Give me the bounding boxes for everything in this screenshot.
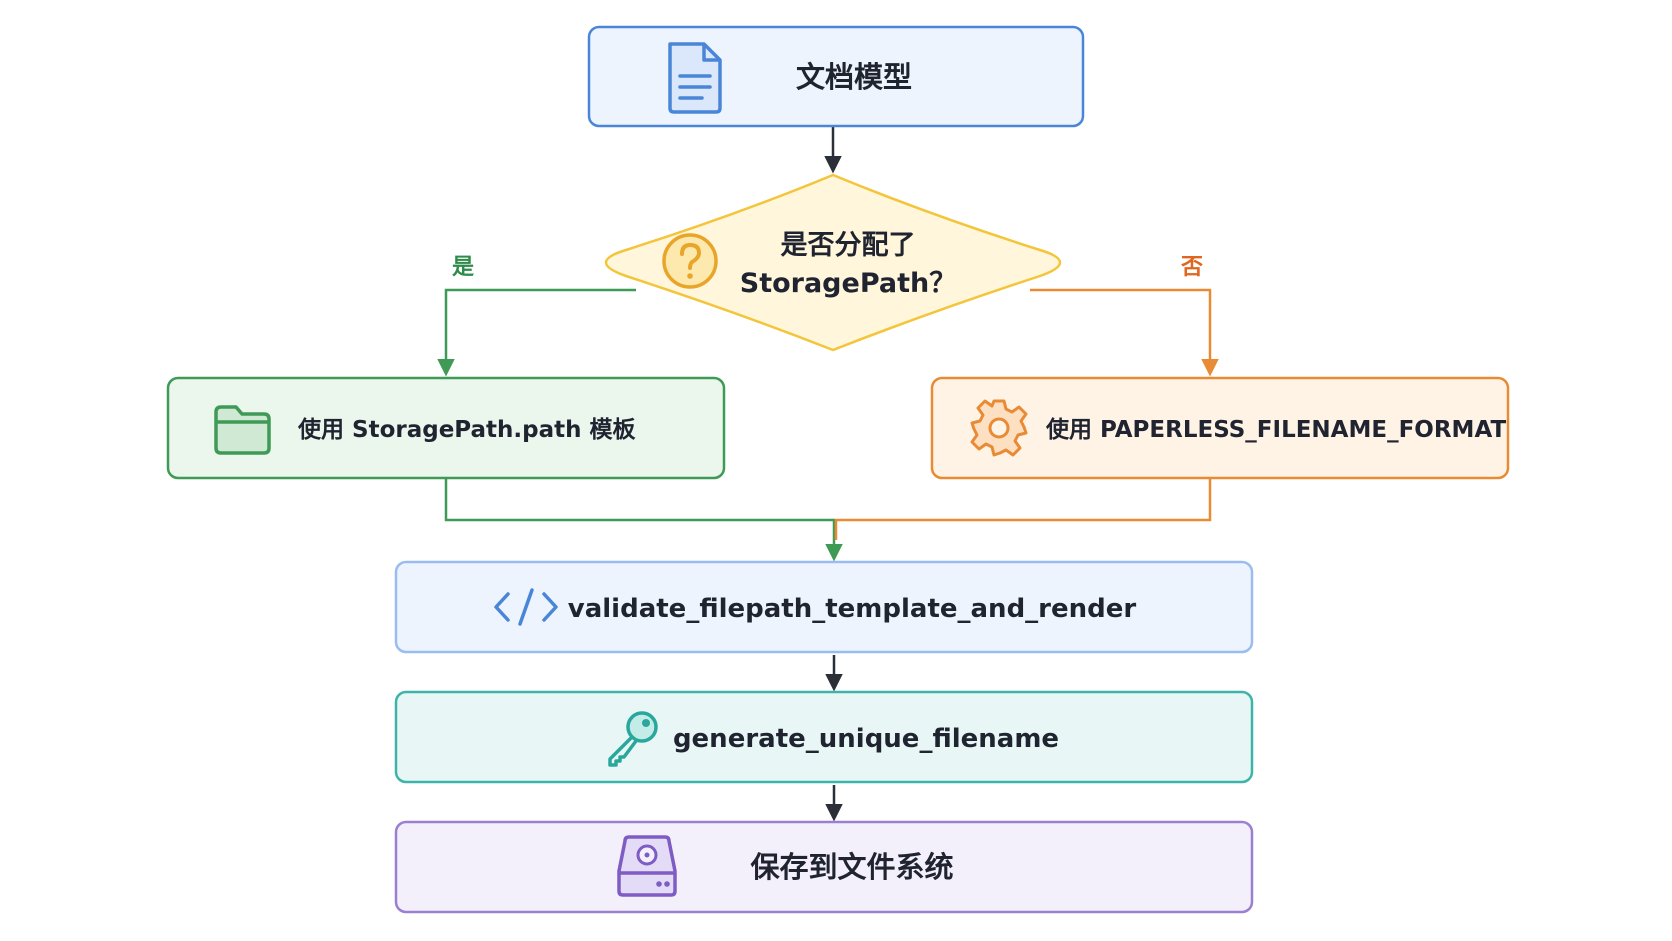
save-label: 保存到文件系统 bbox=[749, 850, 953, 884]
generate-label: generate_unique_filename bbox=[673, 724, 1059, 754]
edge-storage-to-validate bbox=[444, 478, 843, 562]
decision-label-line2: StoragePath？ bbox=[740, 268, 957, 299]
edge-no-branch bbox=[1030, 288, 1219, 377]
node-generate: generate_unique_filename bbox=[394, 690, 1254, 784]
edges bbox=[437, 126, 1219, 822]
node-decision: 是否分配了 StoragePath？ bbox=[604, 173, 1062, 352]
node-storage-template: 使用 StoragePath.path 模板 bbox=[166, 376, 726, 480]
no-label: 否 bbox=[1180, 255, 1203, 280]
edge-format-to-validate bbox=[834, 478, 1212, 540]
filename-format-label: 使用 PAPERLESS_FILENAME_FORMAT bbox=[1045, 417, 1506, 443]
storage-template-label: 使用 StoragePath.path 模板 bbox=[297, 417, 637, 443]
node-filename-format: 使用 PAPERLESS_FILENAME_FORMAT bbox=[930, 376, 1510, 480]
decision-label-line1: 是否分配了 bbox=[781, 230, 916, 261]
key-icon bbox=[608, 711, 658, 767]
question-icon bbox=[662, 233, 718, 289]
doc-model-label: 文档模型 bbox=[796, 60, 912, 94]
validate-label: validate_filepath_template_and_render bbox=[568, 594, 1137, 624]
folder-icon bbox=[214, 405, 271, 455]
code-icon bbox=[494, 588, 558, 626]
hard-drive-icon bbox=[617, 835, 677, 897]
gear-icon bbox=[970, 399, 1028, 457]
node-validate: validate_filepath_template_and_render bbox=[394, 560, 1254, 654]
node-doc-model: 文档模型 bbox=[587, 25, 1085, 128]
yes-label: 是 bbox=[452, 255, 474, 280]
node-save: 保存到文件系统 bbox=[394, 820, 1254, 914]
edge-yes-branch bbox=[437, 288, 636, 377]
document-icon bbox=[668, 42, 722, 114]
